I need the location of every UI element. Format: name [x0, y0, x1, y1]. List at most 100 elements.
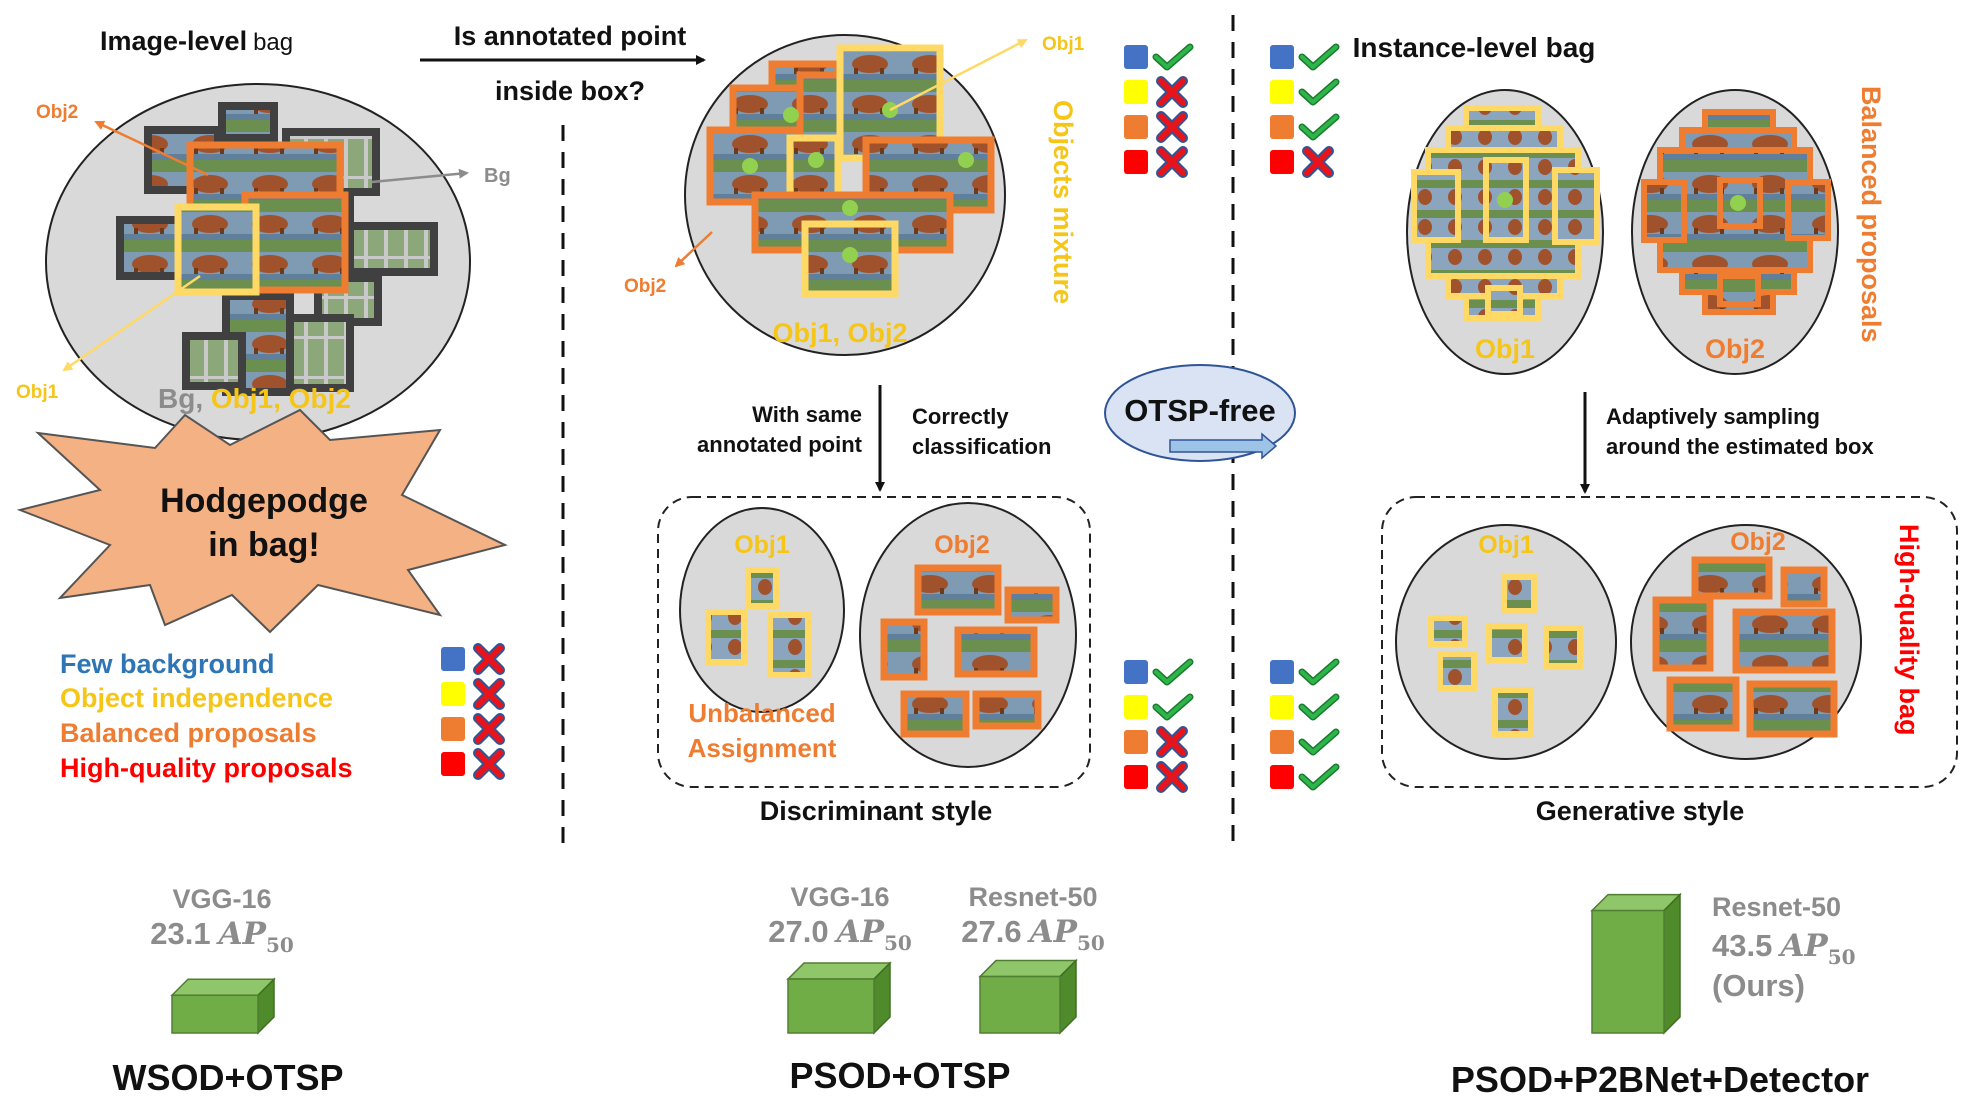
unbalanced-line2: Assignment [688, 733, 837, 763]
cross-icon [475, 680, 503, 708]
mid-step-right-2: classification [912, 434, 1051, 459]
otsp-free-label: OTSP-free [1124, 393, 1276, 428]
bar-side-face [1663, 892, 1681, 1035]
right-ap-bar [1590, 892, 1682, 1035]
mid-obj2-pointer [674, 231, 713, 268]
burst-line1: Hodgepodge [160, 482, 368, 520]
status-column-left [441, 643, 505, 780]
burst-line2: in bag! [208, 526, 319, 564]
mid-backbone-a: VGG-16 [790, 882, 889, 912]
annotated-point-icon [958, 152, 974, 168]
status-square [441, 647, 465, 671]
cross-icon [1158, 763, 1186, 791]
cross-icon [475, 715, 503, 743]
status-square [1270, 150, 1294, 174]
status-square [441, 717, 465, 741]
check-icon [1154, 660, 1192, 684]
cross-icon [475, 645, 503, 673]
otsp-free-arrow-icon [1169, 432, 1278, 460]
otsp-free-ellipse [1104, 364, 1296, 462]
status-column-center-bottom [1270, 658, 1340, 791]
criterion-object-independence: Object independence [60, 683, 333, 713]
inst-obj2-label: Obj2 [1705, 334, 1765, 364]
left-bg-label: Bg [484, 165, 511, 187]
annotated-point-icon [842, 200, 858, 216]
status-column-middle-bottom [1124, 658, 1194, 793]
middle-ap-bars [786, 958, 1078, 1035]
left-obj1-label: Obj1 [16, 382, 59, 403]
inst-obj1-label: Obj1 [1475, 334, 1535, 364]
obj1-proposal-left [174, 203, 260, 296]
hodgepodge-burst [16, 408, 508, 634]
check-icon [1300, 115, 1338, 139]
cross-icon [1304, 148, 1332, 176]
status-square [1124, 80, 1148, 104]
mid-step-left-1: With same [752, 402, 862, 427]
mid-step-right-1: Correctly [912, 404, 1009, 429]
annotated-point-icon [808, 152, 824, 168]
mid-method: PSOD+OTSP [789, 1055, 1010, 1096]
left-circle-label: Bg, Obj1, Obj2 [158, 383, 351, 414]
status-square [1270, 730, 1294, 754]
check-icon [1300, 660, 1338, 684]
status-square [1124, 660, 1148, 684]
check-icon [1300, 695, 1338, 719]
mid-obj2-label: Obj2 [624, 276, 666, 297]
disc-obj1-proposals [705, 567, 811, 678]
obj2-proposal-left-2 [241, 191, 349, 294]
criterion-balanced-proposals: Balanced proposals [60, 718, 317, 748]
cross-icon [1158, 113, 1186, 141]
cross-icon [475, 750, 503, 778]
question-line2: inside box? [495, 76, 645, 106]
gen-obj2-label: Obj2 [1730, 528, 1786, 556]
check-icon [1300, 765, 1338, 789]
criterion-few-background: Few background [60, 649, 275, 679]
right-step-line2: around the estimated box [1606, 434, 1874, 459]
status-square [1124, 45, 1148, 69]
mid-step-left-2: annotated point [697, 432, 863, 457]
bar-top-face [170, 978, 276, 996]
status-square [1124, 765, 1148, 789]
criterion-high-quality: High-quality proposals [60, 753, 353, 783]
status-square [441, 752, 465, 776]
annotated-point-icon [1497, 192, 1513, 208]
generative-bag-container [1381, 496, 1958, 788]
gen-obj2-proposals [1652, 556, 1838, 738]
annotated-point-icon [783, 107, 799, 123]
generative-style-label: Generative style [1536, 796, 1745, 826]
status-square [1270, 45, 1294, 69]
check-icon [1300, 80, 1338, 104]
left-backbone: VGG-16 [172, 884, 271, 914]
left-ap-bar [170, 977, 276, 1035]
gen-obj1-label: Obj1 [1478, 531, 1534, 559]
discriminant-bag-container [657, 496, 1091, 788]
mid-backbone-b: Resnet-50 [968, 882, 1097, 912]
annotated-point-icon [842, 247, 858, 263]
left-obj2-label: Obj2 [36, 102, 78, 123]
cross-icon [1158, 148, 1186, 176]
obj1-pointer [62, 274, 201, 372]
status-square [1270, 115, 1294, 139]
unbalanced-line1: Unbalanced [688, 698, 835, 728]
status-square [1124, 695, 1148, 719]
check-icon [1154, 45, 1192, 69]
right-backbone: Resnet-50 [1712, 892, 1841, 922]
bar-top-face [786, 962, 892, 980]
mid-obj1-pointer [889, 38, 1028, 112]
status-square [1270, 80, 1294, 104]
high-quality-bag-label: High-quality bag [1894, 524, 1924, 736]
bar-front-face [787, 978, 875, 1034]
check-icon [1300, 730, 1338, 754]
mixture-proposals [706, 44, 995, 298]
mid-circle-label: Obj1, Obj2 [772, 318, 907, 348]
right-method: PSOD+P2BNet+Detector [1451, 1059, 1869, 1100]
obj2-pointer [94, 120, 209, 177]
status-square [1270, 660, 1294, 684]
bar-front-face [979, 975, 1061, 1034]
status-square [1124, 730, 1148, 754]
